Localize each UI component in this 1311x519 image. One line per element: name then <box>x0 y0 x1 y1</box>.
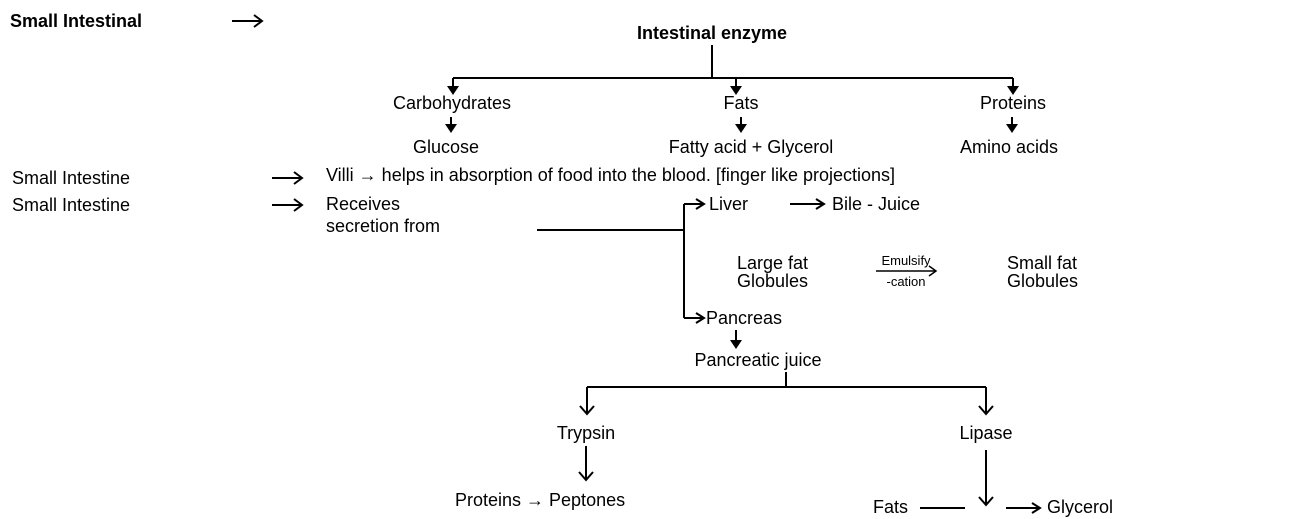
pancreas-label: Pancreas <box>706 308 783 328</box>
fats-label: Fats <box>723 93 759 113</box>
large-fat-globules-label: Globules <box>737 271 809 291</box>
secretion-bracket <box>537 198 706 324</box>
product-arrows <box>445 117 1018 133</box>
secretion-from-label: secretion from <box>326 216 441 236</box>
small-fat-label: Small fat <box>1007 253 1078 273</box>
lipase-fats-label: Fats <box>873 497 909 517</box>
small-fat-globules-label: Globules <box>1007 271 1079 291</box>
enzyme-branch-lines <box>447 45 1019 95</box>
emulsify-label: Emulsify <box>881 253 931 268</box>
pancreatic-branch-lines <box>579 372 994 416</box>
small-intestine-label-2: Small Intestine <box>12 195 131 215</box>
emulsification-arrow <box>876 265 938 277</box>
small-intestine-label-1: Small Intestine <box>12 168 131 188</box>
lipase-glycerol-label: Glycerol <box>1047 497 1114 517</box>
glycerol-arrow <box>1006 502 1042 514</box>
pancreatic-juice-label: Pancreatic juice <box>694 350 822 370</box>
glucose-label: Glucose <box>412 137 480 157</box>
pancreas-arrow <box>730 330 742 349</box>
liver-label: Liver <box>709 194 749 214</box>
header-arrow <box>232 14 264 28</box>
liver-bile-arrow <box>790 198 826 210</box>
bile-juice-label: Bile - Juice <box>832 194 921 214</box>
emulsify-cation-label: -cation <box>886 274 926 289</box>
proteins-peptones-label: Proteins → Peptones <box>455 490 626 510</box>
large-fat-label: Large fat <box>737 253 809 273</box>
fatty-acid-glycerol-label: Fatty acid + Glycerol <box>668 137 834 157</box>
lipase-arrow <box>978 450 994 507</box>
small-intestinal-label: Small Intestinal <box>10 11 143 31</box>
receives-label: Receives <box>326 194 401 214</box>
intestinal-enzyme-title: Intestinal enzyme <box>636 23 788 43</box>
trypsin-label: Trypsin <box>556 423 616 443</box>
lipase-label: Lipase <box>959 423 1013 443</box>
trypsin-arrow <box>578 446 594 482</box>
villi-description: Villi → helps in absorption of food into… <box>326 165 896 185</box>
secretion-row-arrow <box>272 198 304 212</box>
amino-acids-label: Amino acids <box>959 137 1059 157</box>
proteins-label: Proteins <box>979 93 1047 113</box>
villi-row-arrow <box>272 171 304 185</box>
carbohydrates-label: Carbohydrates <box>392 93 512 113</box>
